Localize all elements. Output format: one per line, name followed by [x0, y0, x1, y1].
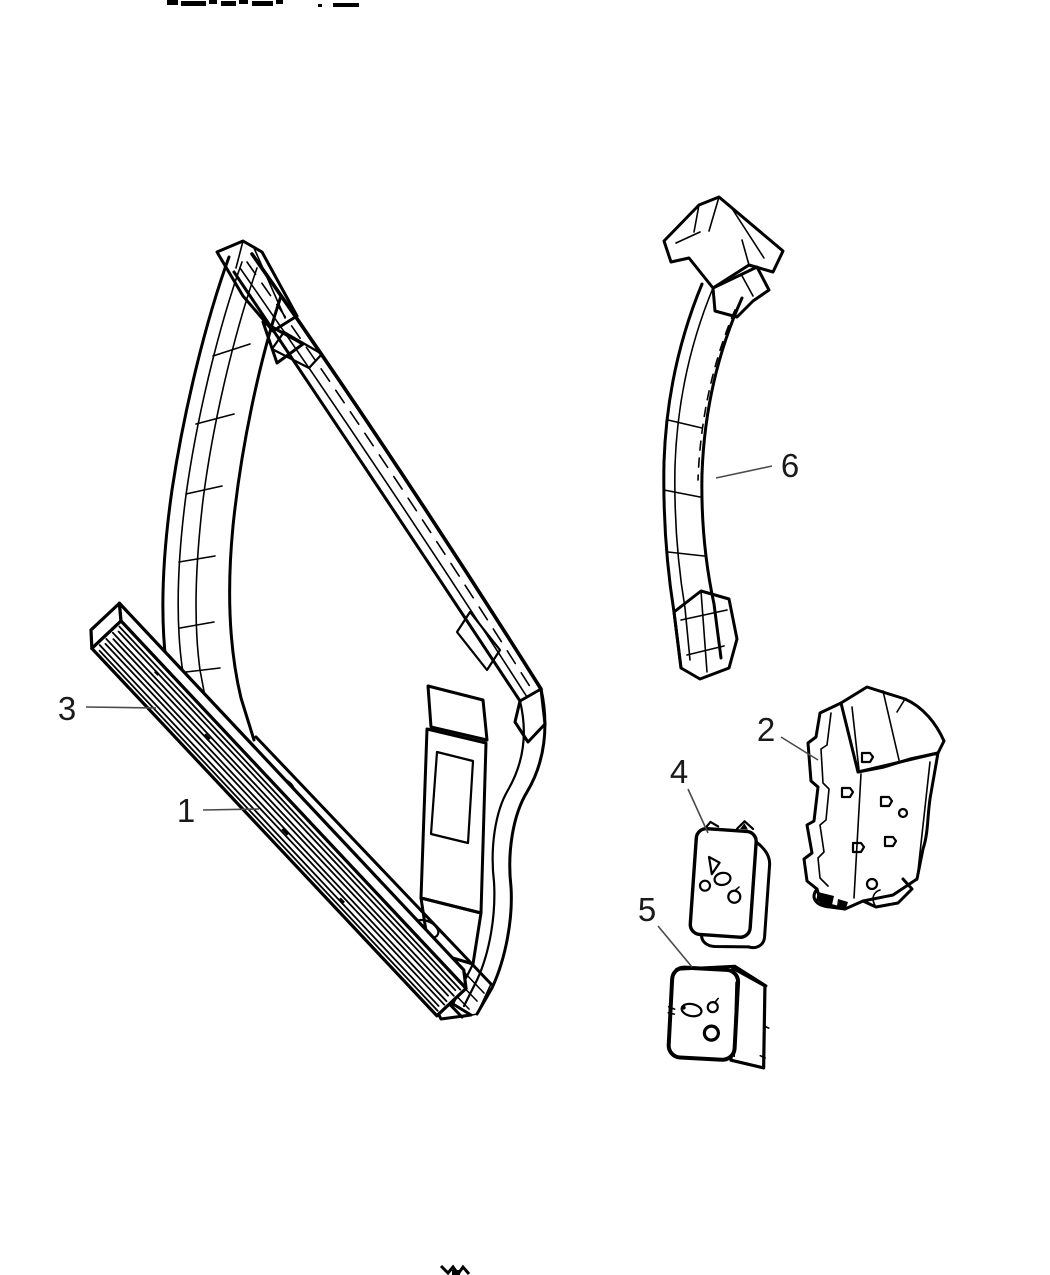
- latch-pillar-bracket: [802, 685, 946, 911]
- leader-lines: [85, 465, 819, 968]
- lower-reinforcement-block: [666, 964, 770, 1070]
- leader-line-4: [687, 788, 709, 834]
- callout-2-label: 2: [757, 711, 775, 748]
- callout-labels: 1 2 3 4 5 6: [58, 447, 799, 928]
- body-side-aperture-panel: [161, 239, 547, 1021]
- leader-line-2: [780, 736, 819, 761]
- clipped-header-marks: [167, 0, 359, 7]
- leader-line-5: [657, 925, 693, 968]
- leader-line-1: [202, 808, 260, 811]
- leader-line-3: [85, 706, 157, 709]
- callout-4-label: 4: [670, 753, 688, 790]
- callout-5-label: 5: [638, 891, 656, 928]
- sill-rail-hatched-bar: [89, 601, 468, 1018]
- callout-1-label: 1: [177, 792, 195, 829]
- callout-3-label: 3: [58, 690, 76, 727]
- leader-line-6: [715, 465, 773, 479]
- callout-6-label: 6: [781, 447, 799, 484]
- b-pillar-inner-reinforcement: [662, 195, 785, 681]
- clipped-footer-mark: [439, 1264, 471, 1275]
- upper-reinforcement-plate: [688, 820, 772, 950]
